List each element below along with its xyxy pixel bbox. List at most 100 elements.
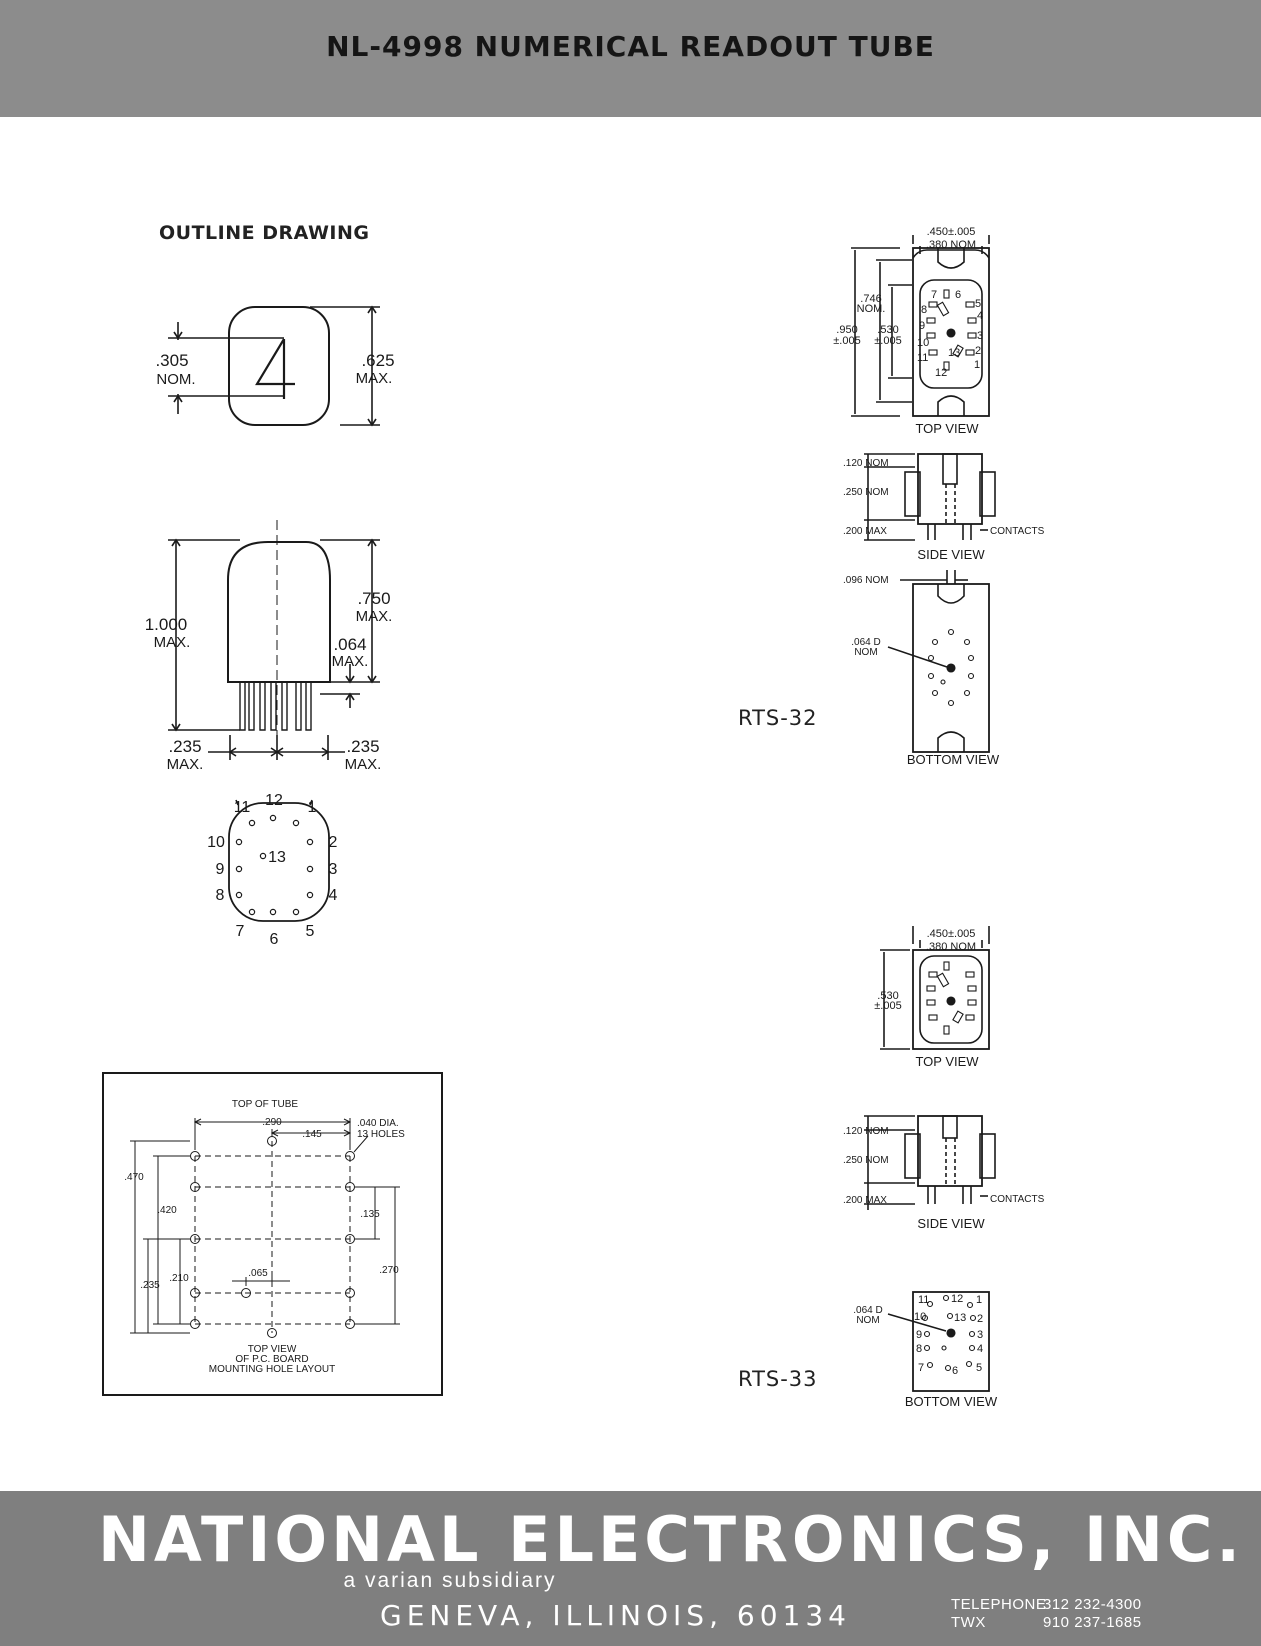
rts33-labels: .450±.005 .380 NOM .530 ±.005 TOP VIEW .… <box>843 928 1045 1409</box>
rts33-top-view-label: TOP VIEW <box>915 1054 979 1069</box>
dim-625: .625 <box>361 351 394 370</box>
rts33-pin-1: 1 <box>976 1294 982 1306</box>
rts32-side-view-drawing <box>864 453 996 541</box>
tube-pin-1: 1 <box>308 799 317 816</box>
page-title: NL-4998 NUMERICAL READOUT TUBE <box>326 30 935 63</box>
tube-side-drawing <box>168 520 380 760</box>
tube-pin-6: 6 <box>270 931 279 948</box>
rts33-pin-numbers: 11 12 1 10 13 2 9 3 8 4 7 6 5 <box>914 1293 983 1377</box>
rts33-pin-11: 11 <box>918 1294 929 1306</box>
rts33-pin-6: 6 <box>952 1365 958 1377</box>
rts33-pin-3: 3 <box>977 1329 983 1341</box>
rts32-bottom-view-label: BOTTOM VIEW <box>907 752 1000 767</box>
rts33-bottom-view-label: BOTTOM VIEW <box>905 1394 998 1409</box>
rts33-dim-064: .064 D <box>853 1305 882 1316</box>
rts33-dim-530: .530 <box>877 990 898 1002</box>
rts33-pin-12: 12 <box>951 1293 963 1305</box>
tube-pin-13: 13 <box>268 849 286 866</box>
dim-235-right: .235 <box>346 737 379 756</box>
dim-210: .210 <box>169 1273 189 1284</box>
rts32-dim-950: .950 <box>836 324 857 336</box>
dim-235-left-note: MAX. <box>167 756 204 773</box>
tube-pin-9: 9 <box>216 861 225 878</box>
rts32-pin-6: 6 <box>955 289 961 301</box>
rts33-side-view-drawing <box>864 1115 996 1210</box>
rts33-pin-7: 7 <box>918 1362 924 1374</box>
rts33-pin-2: 2 <box>977 1313 983 1325</box>
layout-caption-3: MOUNTING HOLE LAYOUT <box>209 1364 336 1375</box>
rts33-pin-8: 8 <box>916 1343 922 1355</box>
tube-pin-12: 12 <box>265 792 283 809</box>
rts32-labels: .450±.005 .380 NOM .746 NOM. .950 ±.005 … <box>833 226 1044 767</box>
company-name: NATIONAL ELECTRONICS, INC. <box>98 1503 1244 1576</box>
dim-420: .420 <box>157 1205 177 1216</box>
pc-board-layout-drawing <box>102 1072 443 1396</box>
rts32-width: .450±.005 <box>927 226 976 238</box>
rts32-side-view-label: SIDE VIEW <box>917 547 985 562</box>
rts33-bottom-view-drawing <box>887 1291 990 1392</box>
tube-pin-7: 7 <box>236 923 245 940</box>
tube-pin-11: 11 <box>234 799 251 816</box>
rts32-pin-10: 10 <box>917 337 929 349</box>
rts33-dim-530-tol: ±.005 <box>874 1000 901 1012</box>
pc-layout-labels: TOP OF TUBE .290 .145 .040 DIA. 13 HOLES… <box>124 1099 405 1375</box>
dim-270: .270 <box>379 1265 399 1276</box>
dim-470: .470 <box>124 1172 144 1183</box>
rts32-pin-13: 13 <box>948 347 960 359</box>
dim-235-layout: .235 <box>140 1280 160 1291</box>
company-address: GENEVA, ILLINOIS, 60134 <box>380 1599 851 1632</box>
dim-750: .750 <box>357 589 390 608</box>
rts33-pin-10: 10 <box>914 1311 926 1323</box>
telephone-label: TELEPHONE <box>951 1596 1047 1613</box>
rts33-pin-13: 13 <box>954 1312 966 1324</box>
tube-pin-5: 5 <box>306 923 315 940</box>
rts32-dim-250: .250 NOM <box>843 487 889 498</box>
layout-caption-2: OF P.C. BOARD <box>235 1354 308 1365</box>
rts32-pin-2: 2 <box>975 345 981 357</box>
rts32-dim-530-tol: ±.005 <box>874 335 901 347</box>
rts32-bottom-view-drawing <box>887 570 990 753</box>
dim-625-note: MAX. <box>356 370 393 387</box>
tube-pin-3: 3 <box>329 861 338 878</box>
dim-290: .290 <box>262 1117 282 1128</box>
top-of-tube-label: TOP OF TUBE <box>232 1099 298 1110</box>
rts33-model-label: RTS-33 <box>738 1367 818 1391</box>
footer-band: NATIONAL ELECTRONICS, INC. a varian subs… <box>0 1491 1261 1646</box>
rts33-dim-200: .200 MAX <box>843 1195 887 1206</box>
dim-064-note: MAX. <box>332 653 369 670</box>
outline-drawing-title: OUTLINE DRAWING <box>159 222 370 244</box>
rts32-pin-4: 4 <box>977 310 983 322</box>
rts32-top-view-drawing <box>851 235 990 417</box>
rts33-width: .450±.005 <box>927 928 976 940</box>
rts32-dim-530: .530 <box>877 324 898 336</box>
dim-065: .065 <box>248 1268 268 1279</box>
rts33-pin-9: 9 <box>916 1329 922 1341</box>
rts33-top-view-drawing <box>880 926 990 1050</box>
dim-750-note: MAX. <box>356 608 393 625</box>
dim-305-note: NOM. <box>156 371 195 388</box>
technical-drawings: 4 .305 NOM. .625 MAX. 1.000 MAX. .750 MA… <box>102 226 1045 1409</box>
tube-face-drawing <box>168 305 380 427</box>
dim-305: .305 <box>155 351 188 370</box>
rts33-side-view-label: SIDE VIEW <box>917 1216 985 1231</box>
rts32-pin-9: 9 <box>919 320 925 332</box>
rts33-inner-width: .380 NOM <box>926 941 976 953</box>
tube-pinout-drawing <box>228 799 330 922</box>
dim-1000: 1.000 <box>145 615 188 634</box>
tube-pin-4: 4 <box>329 887 338 904</box>
rts33-dim-120: .120 NOM <box>843 1126 889 1137</box>
rts32-dim-200: .200 MAX <box>843 526 887 537</box>
holes-count-label: 13 HOLES <box>357 1129 405 1140</box>
dim-145: .145 <box>302 1129 322 1140</box>
rts32-pin-numbers: 7 6 5 8 4 9 3 10 13 2 11 1 12 <box>917 289 983 379</box>
rts32-dim-064-note: NOM <box>854 647 877 658</box>
rts32-dim-096: .096 NOM <box>843 575 889 586</box>
rts32-contacts: CONTACTS <box>990 526 1045 537</box>
dim-1000-note: MAX. <box>154 634 191 651</box>
dim-064: .064 <box>333 635 366 654</box>
rts32-pin-1: 1 <box>974 359 980 371</box>
telephone-number: 312 232-4300 <box>1043 1596 1142 1613</box>
tube-pin-8: 8 <box>216 887 225 904</box>
rts32-pin-12: 12 <box>935 367 947 379</box>
